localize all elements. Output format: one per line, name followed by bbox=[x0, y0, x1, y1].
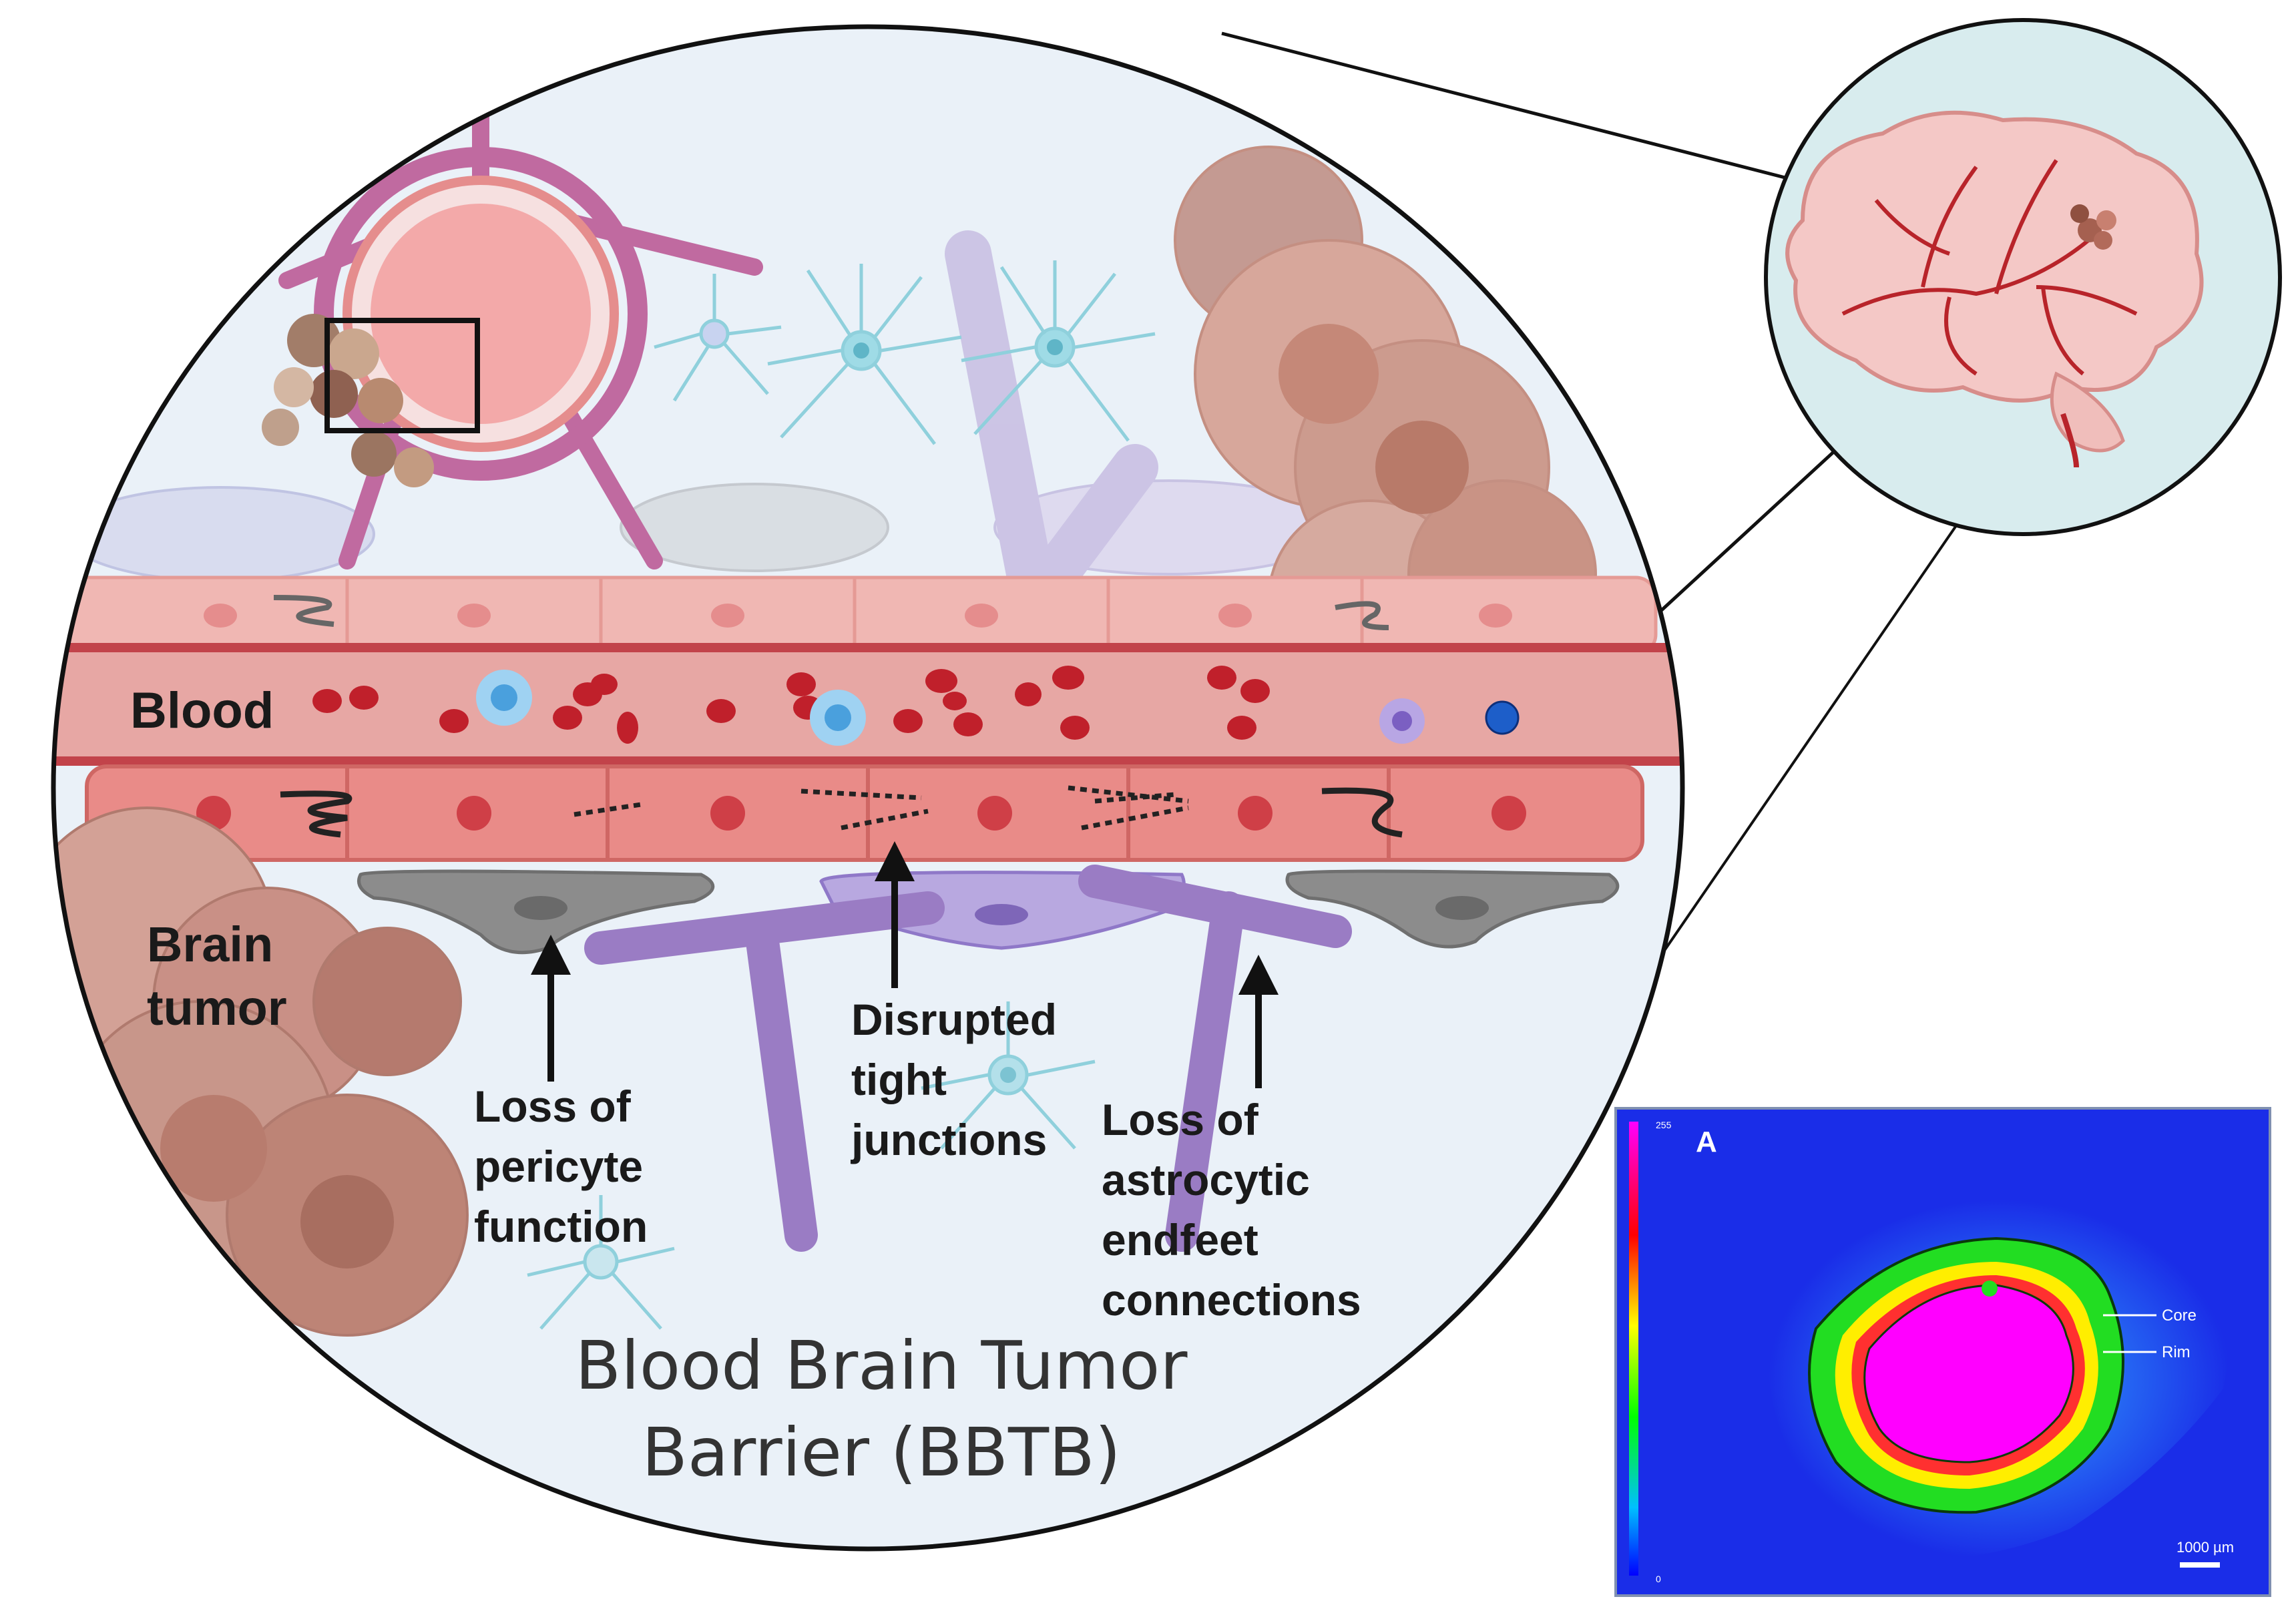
annotation-arrows bbox=[531, 841, 1279, 1088]
bbtb-title-line-2: Barrier (BBTB) bbox=[642, 1413, 1120, 1491]
astrocyte-endfeet bbox=[584, 865, 1352, 1252]
brain-tumor-dot bbox=[2070, 204, 2116, 250]
annotation-labels: Loss of pericyte function Disrupted tigh… bbox=[474, 995, 1361, 1491]
blood-label: Blood bbox=[130, 682, 274, 739]
background-glia bbox=[65, 230, 1343, 624]
brain-illustration bbox=[1785, 110, 2204, 468]
disrupted-tight-junctions bbox=[573, 785, 1189, 831]
rim-label: Rim bbox=[2162, 1343, 2191, 1361]
astrocyte-cells bbox=[527, 260, 1156, 1330]
heatmap-color-scale bbox=[1629, 1122, 1638, 1576]
panel-label: A bbox=[1696, 1126, 1717, 1158]
endothelial-row-lower bbox=[85, 764, 1644, 862]
pericyte-label-1: Loss of bbox=[474, 1082, 632, 1131]
endothelial-row-upper bbox=[65, 575, 1658, 656]
tight-junction-label-1: Disrupted bbox=[851, 995, 1057, 1044]
astrocyte-label-4: connections bbox=[1102, 1275, 1361, 1325]
scale-max-label: 255 bbox=[1656, 1120, 1672, 1130]
pericytes bbox=[357, 869, 1620, 955]
brain-vessels bbox=[1841, 159, 2138, 376]
bbtb-zoom-circle: Blood bbox=[51, 24, 1685, 1552]
heatmap-panel: 255 0 A Core Rim 1000 µm bbox=[1614, 1107, 2271, 1597]
tight-junction-label-3: junctions bbox=[850, 1115, 1047, 1164]
scale-bar bbox=[2180, 1562, 2220, 1568]
brain-inset bbox=[1764, 18, 2282, 536]
brain-tumor-label-1: Brain bbox=[147, 917, 273, 972]
astrocyte-label-3: endfeet bbox=[1102, 1215, 1258, 1264]
bbtb-title-line-1: Blood Brain Tumor bbox=[576, 1327, 1188, 1405]
astrocyte-label-2: astrocytic bbox=[1102, 1155, 1310, 1204]
scale-bar-label: 1000 µm bbox=[2176, 1539, 2234, 1556]
tight-junction-label-2: tight bbox=[851, 1055, 947, 1104]
pericyte-label-3: function bbox=[474, 1202, 648, 1251]
red-blood-cells bbox=[312, 666, 1270, 744]
white-blood-cells bbox=[476, 670, 1520, 746]
vessel-cross-section bbox=[278, 45, 763, 569]
zoom-box bbox=[324, 318, 480, 433]
scale-min-label: 0 bbox=[1656, 1574, 1661, 1584]
tumor-cell-cluster-small bbox=[262, 314, 434, 487]
brain-tumor-label-2: tumor bbox=[147, 980, 287, 1035]
pericyte-label-2: pericyte bbox=[474, 1142, 643, 1191]
core-label: Core bbox=[2162, 1307, 2197, 1325]
astrocyte-label-1: Loss of bbox=[1102, 1095, 1259, 1144]
blood-lumen: Blood bbox=[53, 643, 1682, 766]
